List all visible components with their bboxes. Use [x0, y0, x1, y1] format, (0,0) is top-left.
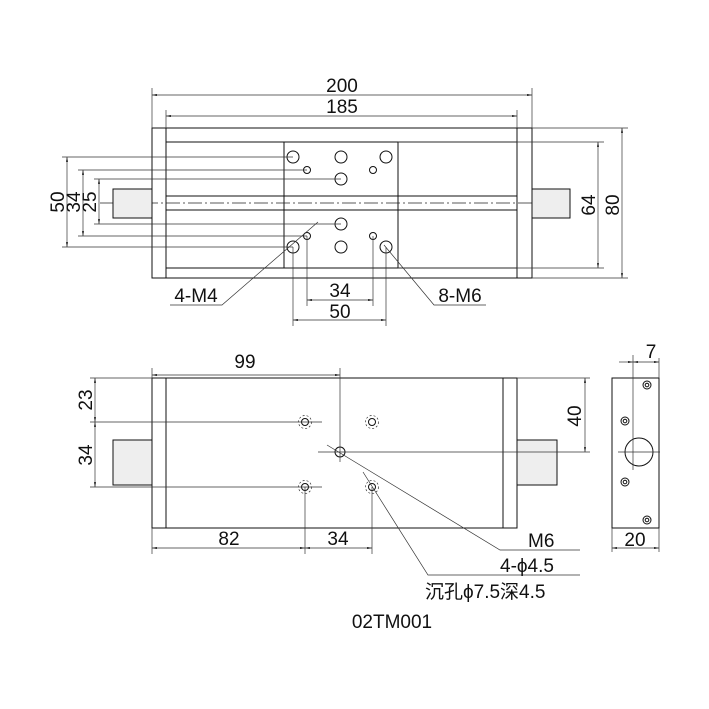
end-holes: [620, 380, 652, 525]
stage-side-outline: [151, 377, 518, 529]
knob-left: [112, 439, 153, 486]
callout-4-m4: 4-M4: [174, 286, 218, 307]
dim-200: 200: [326, 76, 358, 97]
leader-m6: [383, 244, 486, 306]
callout-8-m6: 8-M6: [438, 286, 481, 307]
dim-50-vertical: 50: [48, 191, 69, 212]
dim-34-horizontal: 34: [327, 529, 349, 550]
dim-23: 23: [76, 389, 97, 410]
dim-99: 99: [234, 352, 255, 373]
dim-50-pitch: 50: [329, 302, 350, 323]
carriage-outline: [283, 141, 399, 269]
dim-20: 20: [624, 530, 645, 551]
leader-m6: [326, 444, 580, 551]
end-view: 7 20: [611, 342, 660, 552]
dim-34-vertical: 34: [64, 191, 85, 213]
front-view: 99 23 34 82 34 40 M6 4-ϕ4.5 沉孔ϕ7.5深4.5 0…: [76, 352, 590, 633]
dim-25-vertical: 25: [80, 191, 101, 212]
dim-7: 7: [646, 342, 657, 363]
dim-64: 64: [579, 194, 600, 216]
knob-right: [516, 439, 558, 486]
dim-40: 40: [565, 405, 586, 426]
counterbore-holes: [298, 415, 379, 494]
dim-34-pitch: 34: [329, 281, 351, 302]
dim-34-vertical: 34: [76, 444, 97, 466]
model-number: 02TM001: [352, 612, 432, 633]
leader-m4: [170, 221, 319, 306]
callout-m6: M6: [528, 531, 554, 552]
knob-left: [112, 188, 153, 219]
dim-80: 80: [603, 194, 624, 215]
dim-82: 82: [218, 529, 239, 550]
callout-counterbore: 沉孔ϕ7.5深4.5: [425, 581, 545, 603]
leader-counterbore: [362, 471, 580, 576]
callout-holes: 4-ϕ4.5: [500, 556, 554, 577]
end-outline: [611, 377, 660, 529]
knob-right: [531, 188, 571, 219]
dim-185: 185: [326, 97, 358, 118]
top-view: 200 185 50 34 25 64 80 34 50 4-M4 8-M6: [48, 76, 628, 326]
